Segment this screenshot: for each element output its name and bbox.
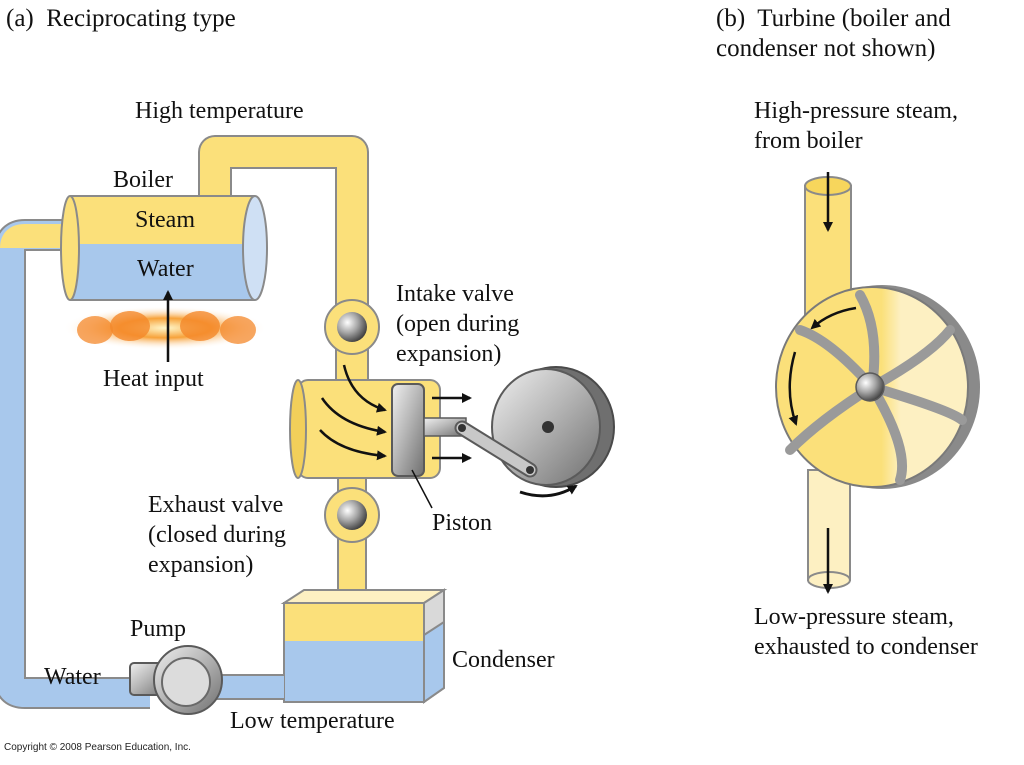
turbine-outlet-label: Low-pressure steam, exhausted to condens… xyxy=(754,604,978,660)
intake-valve-label: Intake valve (open during expansion) xyxy=(396,281,520,367)
steam-flow-arrow xyxy=(342,364,387,413)
condenser-label: Condenser xyxy=(452,647,555,673)
boiler-label: Boiler xyxy=(113,167,173,193)
low-temperature-label: Low temperature xyxy=(230,708,395,734)
pump-label: Pump xyxy=(130,616,187,642)
turbine-inlet-label: High-pressure steam, from boiler xyxy=(754,98,958,154)
exhaust-valve-label: Exhaust valve (closed during expansion) xyxy=(148,492,286,578)
pump xyxy=(129,645,223,715)
turbine-flow-arrow xyxy=(810,306,857,330)
steam-flow-arrow xyxy=(320,397,387,436)
copyright-notice: Copyright © 2008 Pearson Education, Inc. xyxy=(4,742,191,753)
flywheel xyxy=(491,366,615,488)
boiler xyxy=(60,195,268,301)
intake-valve xyxy=(324,299,380,355)
condenser xyxy=(280,588,448,704)
exhaust-valve xyxy=(324,487,380,543)
burner-flames xyxy=(63,306,267,350)
turbine-flow-arrow xyxy=(788,351,799,426)
steam-flow-arrow xyxy=(319,429,387,461)
heat-input-label: Heat input xyxy=(103,366,204,392)
steam-label: Steam xyxy=(135,207,195,233)
return-water-pipe xyxy=(0,219,150,709)
panel-a-title: (a) Reciprocating type xyxy=(6,5,236,32)
piston-label: Piston xyxy=(432,510,493,536)
rotation-arrow xyxy=(519,484,578,498)
high-temperature-label: High temperature xyxy=(135,98,304,124)
turbine-rotor xyxy=(775,285,980,489)
water-boiler-label: Water xyxy=(137,256,194,282)
panel-b-title: (b) Turbine (boiler and condenser not sh… xyxy=(716,5,951,62)
water-return-label: Water xyxy=(44,664,101,690)
piston-leader-line xyxy=(411,469,433,509)
